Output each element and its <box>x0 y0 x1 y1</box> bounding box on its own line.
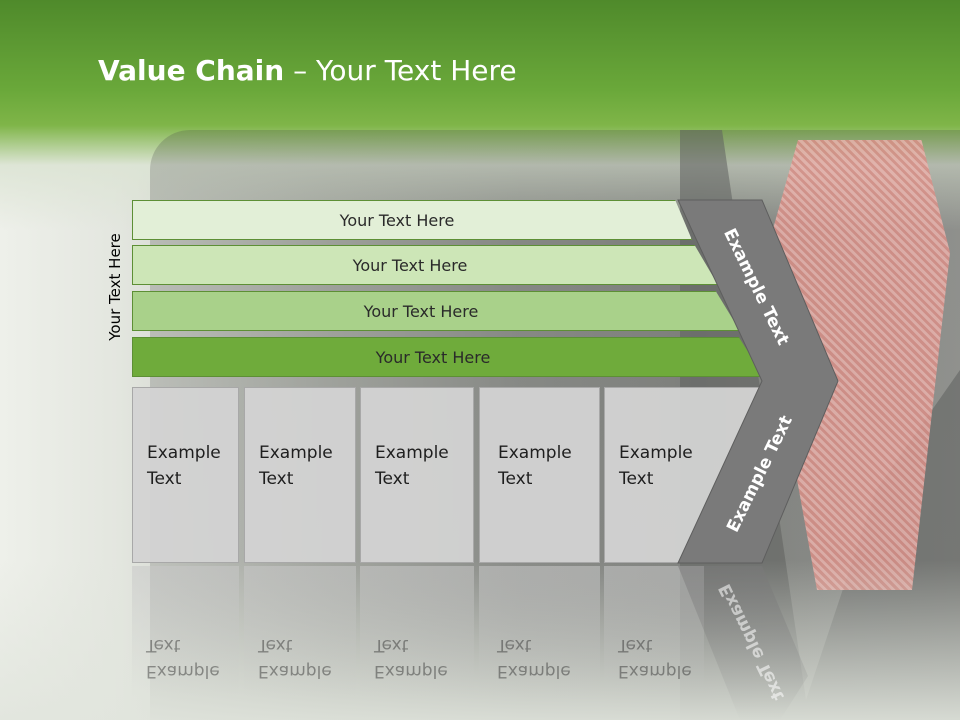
value-row-4: Your Text Here <box>132 337 764 377</box>
box-line-2: Text <box>147 469 182 489</box>
value-row-2: Your Text Here <box>132 245 718 285</box>
row-label: Your Text Here <box>352 255 468 275</box>
slide-title: Value Chain – Your Text Here <box>98 54 517 87</box>
box-line-2: Text <box>498 469 533 489</box>
box-line-2: Text <box>259 469 294 489</box>
box-line-1: Example <box>498 443 572 463</box>
box-line-1: Example <box>375 443 449 463</box>
value-row-3: Your Text Here <box>132 291 740 331</box>
value-row-1: Your Text Here <box>132 200 692 240</box>
box-line-2: Text <box>375 469 410 489</box>
chevron-shape <box>677 199 839 564</box>
box-line-1: Example <box>259 443 333 463</box>
box-line-2: Text <box>619 469 654 489</box>
row-label: Your Text Here <box>363 301 479 321</box>
box-line-1: Example <box>147 443 221 463</box>
box-line-1: Example <box>619 443 693 463</box>
row-label: Your Text Here <box>339 210 455 230</box>
row-label: Your Text Here <box>375 347 491 367</box>
chevron-reflection <box>678 566 808 720</box>
title-bold: Value Chain <box>98 54 285 87</box>
title-rest: – Your Text Here <box>284 54 517 87</box>
